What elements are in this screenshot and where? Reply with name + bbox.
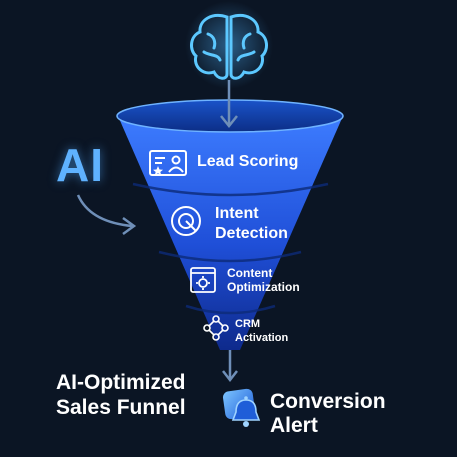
target-icon — [171, 206, 201, 236]
stage-label-lead-scoring: Lead Scoring — [197, 153, 299, 170]
ai-label: AI — [56, 139, 104, 191]
profile-card-icon — [149, 150, 187, 176]
stage-label-content-optimization: Content Optimization — [227, 266, 300, 294]
brain-arrow — [220, 80, 238, 129]
tip-arrow — [222, 350, 238, 383]
stage-label-intent-detection: Intent Detection — [215, 205, 288, 242]
brain-icon — [185, 1, 273, 89]
ai-arrow — [76, 194, 137, 236]
network-nodes-icon — [203, 315, 229, 341]
gear-window-icon — [190, 267, 216, 293]
funnel-title: AI-Optimized Sales Funnel — [56, 371, 186, 419]
bell-alert-icon — [222, 388, 261, 427]
conversion-alert-label: Conversion Alert — [270, 390, 386, 437]
stage-label-crm-activation: CRM Activation — [235, 318, 289, 344]
